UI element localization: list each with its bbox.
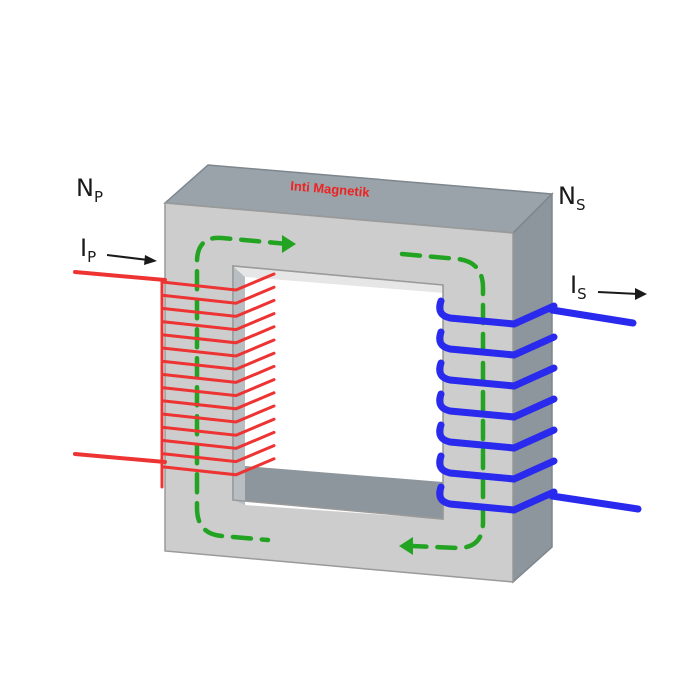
- secondary-coil-turn: [436, 359, 558, 390]
- svg-text:IP: IP: [80, 234, 96, 266]
- primary-lead-bottom: [73, 452, 167, 464]
- secondary-current-sub: S: [577, 285, 587, 303]
- secondary-lead-bottom: [548, 492, 642, 513]
- primary-coil-turn: [160, 272, 276, 292]
- primary-current-label: IP: [80, 234, 157, 266]
- primary-coil-turn: [160, 364, 276, 384]
- flux-arrow-bottom-icon: [399, 537, 413, 555]
- secondary-coil-turn: [436, 328, 558, 359]
- primary-coil-turn: [160, 312, 276, 332]
- primary-current-main: I: [80, 234, 87, 262]
- secondary-coil-turn: [436, 452, 558, 483]
- primary-coil-turn: [160, 298, 276, 318]
- flux-arrow-heads: [282, 235, 413, 555]
- primary-coil-turn: [160, 457, 276, 477]
- secondary-current-label: IS: [570, 271, 647, 303]
- primary-coils: [160, 272, 276, 489]
- primary-coil-turn: [160, 404, 276, 424]
- secondary-winding: [436, 297, 642, 514]
- primary-coil-turn: [160, 417, 276, 437]
- secondary-coil-turn: [436, 297, 558, 328]
- secondary-turns-sub: S: [576, 196, 586, 214]
- svg-text:NS: NS: [558, 182, 585, 214]
- primary-coil-turn: [160, 285, 276, 305]
- secondary-current-main: I: [570, 271, 577, 299]
- flux-left-loop: [194, 235, 291, 543]
- secondary-coils: [436, 297, 558, 514]
- primary-coil-turn: [160, 325, 276, 345]
- primary-coil-turn: [160, 338, 276, 358]
- primary-current-arrow-icon: [106, 254, 157, 265]
- secondary-coil-turn: [436, 421, 558, 452]
- flux-right-loop: [399, 251, 486, 551]
- secondary-coil-turn: [436, 483, 558, 514]
- core-window-bottom-wall: [233, 466, 443, 519]
- primary-coil-turn: [160, 378, 276, 398]
- primary-coil-turn: [160, 430, 276, 450]
- svg-text:NP: NP: [76, 174, 103, 206]
- primary-turns-label: NP: [76, 174, 103, 206]
- secondary-turns-label: NS: [558, 182, 585, 214]
- primary-lead-top: [73, 270, 167, 282]
- secondary-lead-top: [548, 306, 637, 327]
- primary-coil-turn: [160, 391, 276, 411]
- magnetic-flux-path: [194, 235, 486, 551]
- primary-winding: [73, 270, 276, 489]
- primary-turns-sub: P: [94, 188, 103, 206]
- secondary-turns-main: N: [558, 182, 576, 210]
- primary-coil-turn: [160, 444, 276, 464]
- primary-coil-turn: [160, 351, 276, 371]
- core-side-face: [512, 192, 553, 584]
- primary-turns-main: N: [76, 174, 94, 202]
- flux-arrow-top-icon: [282, 235, 296, 253]
- core-label: Inti Magnetik: [290, 178, 371, 200]
- core-window-top-wall: [233, 266, 443, 293]
- primary-current-sub: P: [87, 248, 96, 266]
- secondary-coil-turn: [436, 390, 558, 421]
- secondary-current-arrow-icon: [597, 288, 647, 300]
- svg-text:IS: IS: [570, 271, 587, 303]
- core-window-back: [245, 277, 443, 519]
- magnetic-core: [163, 164, 554, 584]
